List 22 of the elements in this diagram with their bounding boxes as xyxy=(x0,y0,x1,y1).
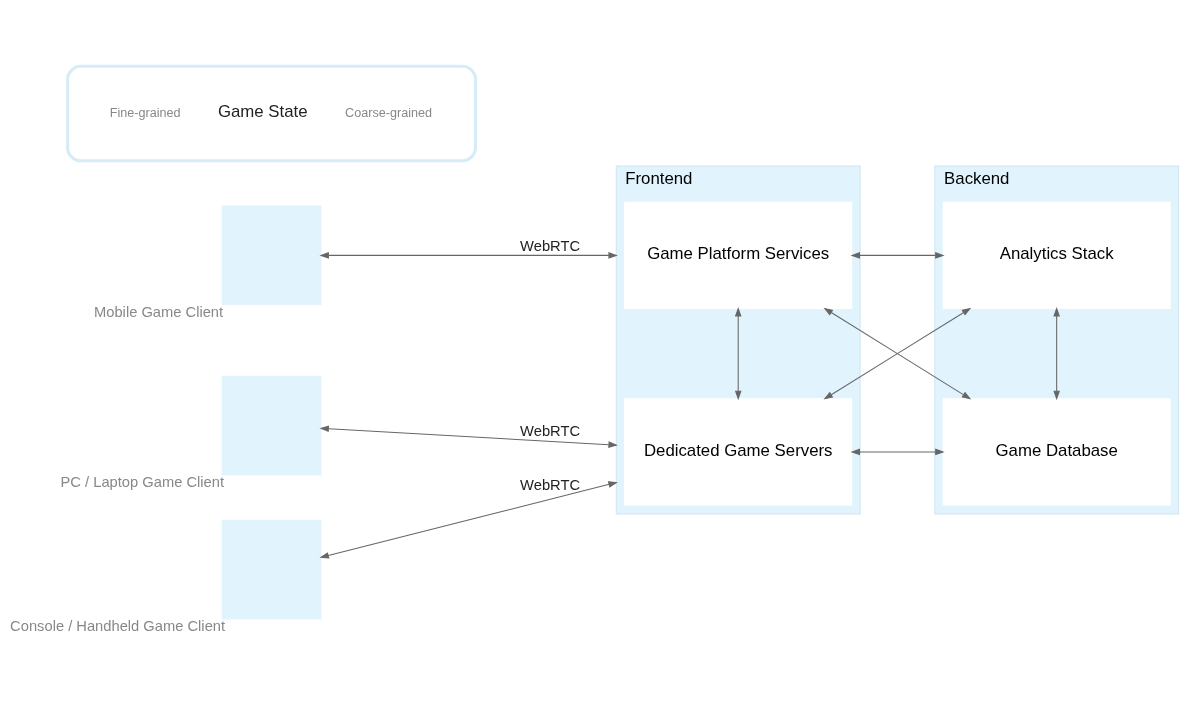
arrow xyxy=(823,307,972,400)
arrow xyxy=(850,448,945,456)
arrow xyxy=(319,481,618,559)
edge-label: WebRTC xyxy=(520,476,581,493)
node-box xyxy=(221,375,322,476)
arrow xyxy=(850,252,945,259)
node-box: Game Database xyxy=(942,398,1171,506)
arrow xyxy=(1053,306,1060,401)
node-label: Console / Handheld Game Client xyxy=(10,617,226,634)
arrow xyxy=(319,252,618,259)
edge-label: WebRTC xyxy=(520,423,581,440)
edge-label: WebRTC xyxy=(520,238,581,255)
node-box xyxy=(221,519,322,620)
arrow xyxy=(734,306,742,401)
node-box: Dedicated Game Servers xyxy=(624,398,853,506)
arrow xyxy=(319,425,618,448)
node-box: Game Platform Services xyxy=(624,201,853,309)
node-box: Fine-grained Game State Coarse-grained xyxy=(66,64,478,163)
node-label: Mobile Game Client xyxy=(94,303,224,320)
node-label: PC / Laptop Game Client xyxy=(60,473,225,490)
node-box xyxy=(221,205,322,306)
node-box: Analytics Stack xyxy=(942,201,1171,309)
